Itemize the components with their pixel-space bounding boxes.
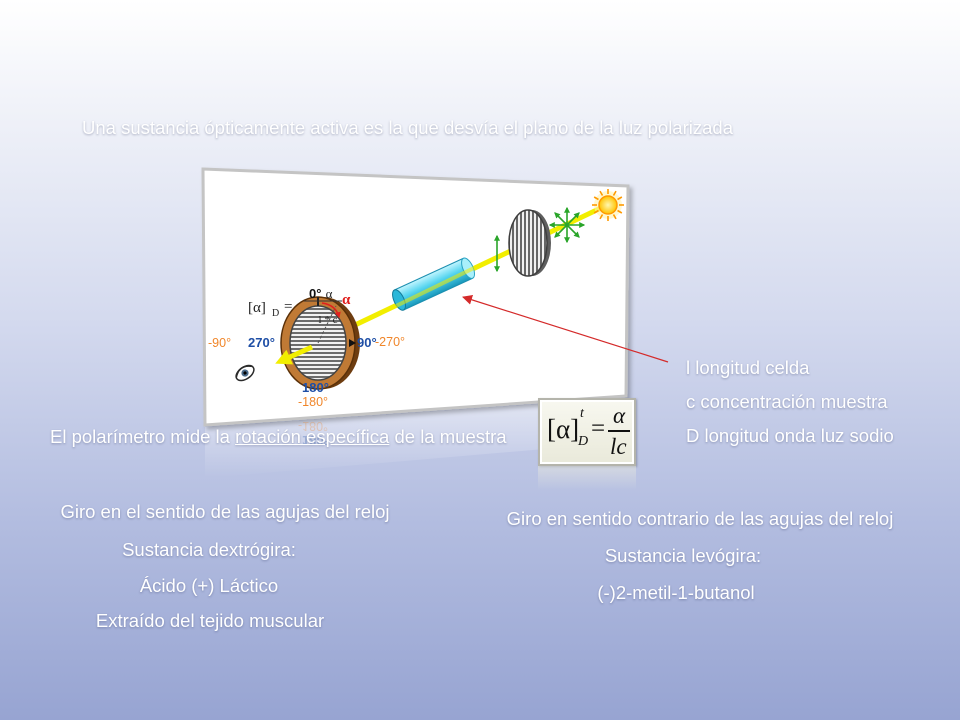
angle-neg180-reflection: -180° (298, 419, 328, 433)
angle-0-label: 0° (309, 286, 321, 301)
diagram-formula-denominator: l * c (319, 314, 338, 326)
caption-specific-rotation: rotación específica (235, 426, 390, 447)
angle-180-reflection: 180° (302, 433, 329, 448)
light-beam-in-tube (395, 265, 477, 308)
formula-lhs: [α] (547, 414, 580, 444)
rotated-plane-line (317, 305, 337, 344)
angle-90-label: 90° (357, 335, 377, 350)
dextro-label: Sustancia dextrógira: (122, 539, 296, 560)
emerging-light-arrow (275, 344, 314, 365)
formula-superscript: t (580, 406, 584, 421)
polarimeter-caption: El polarímetro mide la rotación específi… (50, 426, 507, 448)
legend-sodium-wavelength: D longitud onda luz sodio (686, 425, 894, 446)
dextro-example: Ácido (+) Láctico (139, 575, 279, 596)
unpolarized-light-arrows (548, 206, 586, 244)
dextro-source: Extraído del tejido muscular (95, 610, 325, 631)
diagram-formula-lhs: [α] (248, 300, 266, 316)
rotation-arc (321, 302, 341, 319)
formula-subscript: D (578, 434, 589, 449)
diagram-formula-numerator: α (326, 286, 333, 301)
levo-rotation-text: Giro en sentido contrario de las agujas … (506, 508, 894, 529)
angle-180-label: 180° (302, 380, 329, 395)
levo-example: (-)2-metil-1-butanol (597, 582, 755, 603)
diagram-formula-equals: = (284, 299, 292, 315)
eye-icon (235, 364, 255, 382)
caption-text-end: de la muestra (389, 426, 507, 447)
angle-neg270-label: -270° (375, 335, 405, 349)
sample-tube-pointer-arrow (462, 294, 669, 363)
angle-labels-reflection: 180° -180° (298, 419, 329, 448)
formula-numerator: α (613, 403, 626, 428)
angle-neg180-label: -180° (298, 395, 328, 409)
intro-text: Una sustancia ópticamente activa es la q… (82, 117, 733, 138)
formula-fraction-bar (608, 430, 630, 432)
legend-sample-concentration: c concentración muestra (686, 391, 888, 412)
diagram-panel-reflection (205, 398, 626, 478)
legend-cell-length: l longitud celda (686, 357, 810, 378)
sun-icon (592, 189, 624, 221)
caption-text-start: El polarímetro mide la (50, 426, 236, 447)
formula-denominator: lc (610, 434, 627, 459)
rotation-alpha-label: α (342, 292, 351, 308)
angle-neg90-label: -90° (208, 336, 231, 350)
angle-90-marker (349, 339, 356, 347)
angle-270-label: 270° (248, 335, 275, 350)
formula-equals: = (591, 415, 606, 442)
diagram-formula-subscript: D (272, 308, 279, 319)
formula-box-reflection (538, 466, 636, 490)
polarizer-disc (508, 209, 551, 277)
levo-label: Sustancia levógira: (604, 545, 762, 566)
analyzer-disc (280, 296, 360, 390)
specific-rotation-formula-box: [α] t D = α lc (538, 398, 636, 466)
dextro-rotation-text: Giro en el sentido de las agujas del rel… (60, 501, 390, 522)
